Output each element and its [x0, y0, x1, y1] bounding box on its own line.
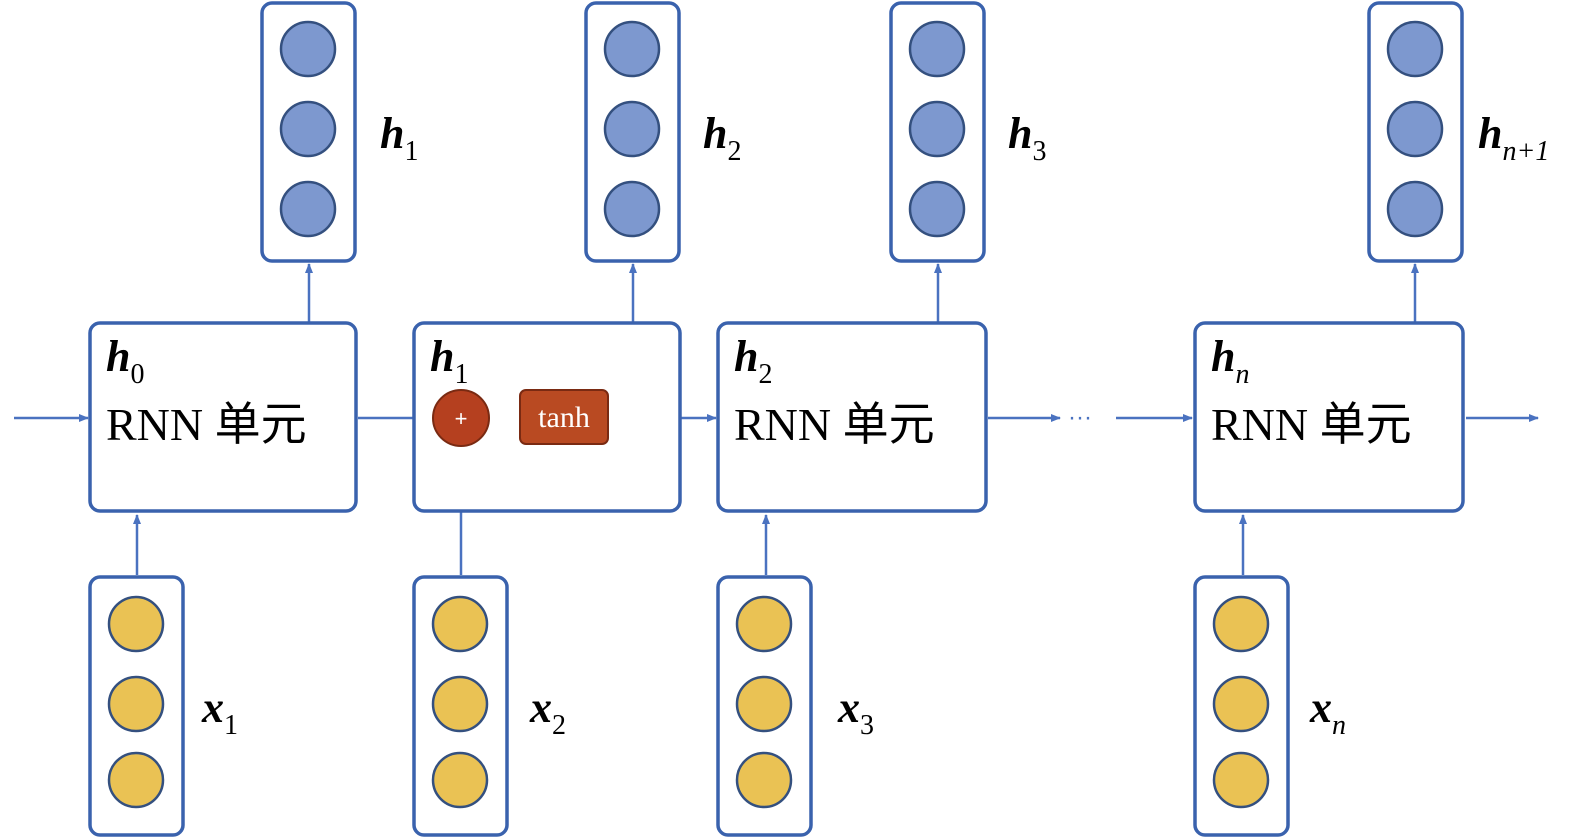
hidden-node	[603, 180, 661, 238]
rnn-cell-n: hn RNN 单元	[1193, 321, 1465, 513]
input-vector-1: x1	[88, 575, 238, 837]
rnn-cell-1: h0 RNN 单元	[88, 321, 358, 513]
input-node	[431, 751, 489, 809]
hidden-vector-1: h1	[260, 1, 418, 263]
hidden-node	[908, 180, 966, 238]
hidden-node	[1386, 180, 1444, 238]
cell-box	[88, 321, 358, 513]
hidden-node	[1386, 20, 1444, 78]
input-node	[107, 675, 165, 733]
hidden-node	[908, 20, 966, 78]
hidden-vector-2: h2	[584, 1, 741, 263]
input-node	[735, 675, 793, 733]
hidden-vector-label: h1	[380, 109, 418, 167]
hidden-node	[279, 20, 337, 78]
hidden-vector-3: h3	[889, 1, 1046, 263]
hidden-node	[603, 20, 661, 78]
cell-box	[716, 321, 988, 513]
tanh-label: tanh	[538, 401, 590, 434]
input-vector-label: x2	[529, 683, 566, 741]
hidden-vector-n: hn+1	[1367, 1, 1549, 263]
input-vector-2: x2	[412, 575, 566, 837]
cell-state-label: h2	[734, 332, 772, 390]
input-node	[431, 595, 489, 653]
input-node	[431, 675, 489, 733]
input-node	[735, 595, 793, 653]
cell-state-label: hn	[1211, 332, 1249, 390]
input-node	[107, 751, 165, 809]
hidden-vector-label: hn+1	[1478, 109, 1549, 167]
cell-state-label: h0	[106, 332, 144, 390]
hidden-node	[279, 100, 337, 158]
hidden-vector-label: h2	[703, 109, 741, 167]
hidden-node	[603, 100, 661, 158]
input-node	[1212, 751, 1270, 809]
tanh-box	[519, 389, 609, 445]
input-vector-label: xn	[1309, 683, 1346, 741]
cell-label: RNN 单元	[106, 399, 307, 450]
cell-state-label: h1	[430, 332, 468, 390]
hidden-node	[279, 180, 337, 238]
rnn-cell-2: h1 + tanh	[412, 321, 682, 513]
input-node	[1212, 675, 1270, 733]
input-vector-label: x1	[201, 683, 238, 741]
hidden-node	[1386, 100, 1444, 158]
cell-label: RNN 单元	[1211, 399, 1412, 450]
input-node	[1212, 595, 1270, 653]
input-vector-label: x3	[837, 683, 874, 741]
input-vector-3: x3	[716, 575, 874, 837]
add-node	[432, 389, 490, 447]
input-vector-n: xn	[1193, 575, 1346, 837]
cell-box	[1193, 321, 1465, 513]
rnn-cell-3: h2 RNN 单元	[716, 321, 988, 513]
add-node-symbol: +	[455, 406, 468, 431]
hidden-node	[908, 100, 966, 158]
cell-label: RNN 单元	[734, 399, 935, 450]
input-node	[107, 595, 165, 653]
hidden-vector-label: h3	[1008, 109, 1046, 167]
input-node	[735, 751, 793, 809]
ellipsis: ···	[1068, 404, 1092, 431]
